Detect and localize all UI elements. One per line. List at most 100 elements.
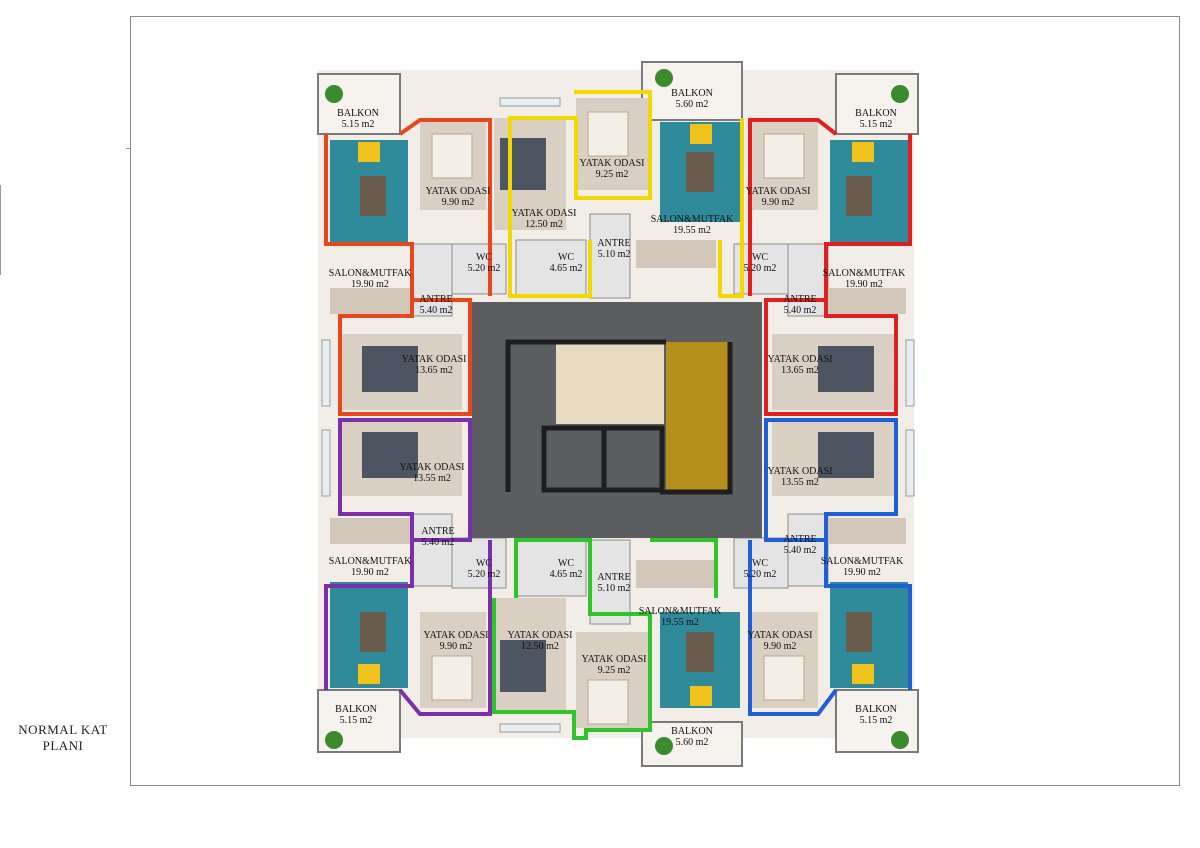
windows xyxy=(321,97,915,733)
rug xyxy=(686,152,714,192)
bed xyxy=(763,655,805,701)
kitchens xyxy=(330,240,906,588)
antre-bl xyxy=(411,513,453,587)
antre-br xyxy=(787,513,829,587)
chair xyxy=(358,142,380,162)
antre-tr xyxy=(787,243,829,317)
rug xyxy=(360,176,386,216)
window xyxy=(321,429,331,497)
plant xyxy=(655,69,673,87)
unit-outline-blue xyxy=(748,540,838,716)
apartment-outlines xyxy=(324,90,912,740)
window xyxy=(321,339,331,407)
bed xyxy=(587,111,629,157)
unit-outline-red xyxy=(748,118,838,296)
plant xyxy=(891,85,909,103)
kitchen xyxy=(636,560,716,588)
bed xyxy=(500,640,546,692)
antre-bc xyxy=(589,539,631,625)
window xyxy=(905,429,915,497)
wc-bc xyxy=(515,539,587,597)
bed xyxy=(431,655,473,701)
wc-tl xyxy=(451,243,507,295)
window xyxy=(499,723,561,733)
plant xyxy=(891,731,909,749)
rug xyxy=(686,632,714,672)
elevator-stair xyxy=(666,342,730,492)
unit-outline-purple xyxy=(324,418,472,690)
plan-title-line-2: PLANI xyxy=(42,738,84,753)
chair xyxy=(852,142,874,162)
unit-outline-blue xyxy=(764,418,912,690)
unit-outline-yellow xyxy=(508,90,652,298)
antre-tc xyxy=(589,213,631,299)
core-wall xyxy=(505,339,666,492)
core xyxy=(472,302,762,538)
unit-outline-purple xyxy=(398,540,492,716)
bed xyxy=(431,133,473,179)
antre-tl xyxy=(411,243,453,317)
kitchen xyxy=(826,518,906,544)
margin-mark xyxy=(126,148,130,149)
unit-outline-orange xyxy=(398,118,492,296)
balcony-tl xyxy=(317,73,401,135)
unit-outline-orange xyxy=(324,134,472,416)
window xyxy=(499,97,561,107)
plan-title-line-1: NORMAL KAT xyxy=(18,722,108,737)
balcony-bl xyxy=(317,689,401,753)
unit-outline-green xyxy=(650,538,718,598)
stair-flight xyxy=(556,342,664,424)
plant xyxy=(325,85,343,103)
plan-title: NORMAL KAT PLANI xyxy=(8,722,118,754)
plants xyxy=(325,69,909,755)
chair xyxy=(690,124,712,144)
bed xyxy=(818,432,874,478)
shaft xyxy=(541,425,607,493)
kitchen xyxy=(330,518,410,544)
kitchen xyxy=(826,288,906,314)
bed xyxy=(500,138,546,190)
bed xyxy=(362,432,418,478)
rug xyxy=(846,176,872,216)
plant xyxy=(325,731,343,749)
core-wall xyxy=(660,342,733,495)
unit-outline-yellow xyxy=(718,118,744,298)
bed xyxy=(587,679,629,725)
wc-tc xyxy=(515,239,587,297)
yellow-chairs xyxy=(358,124,874,706)
balcony-tr xyxy=(835,73,919,135)
window xyxy=(905,339,915,407)
